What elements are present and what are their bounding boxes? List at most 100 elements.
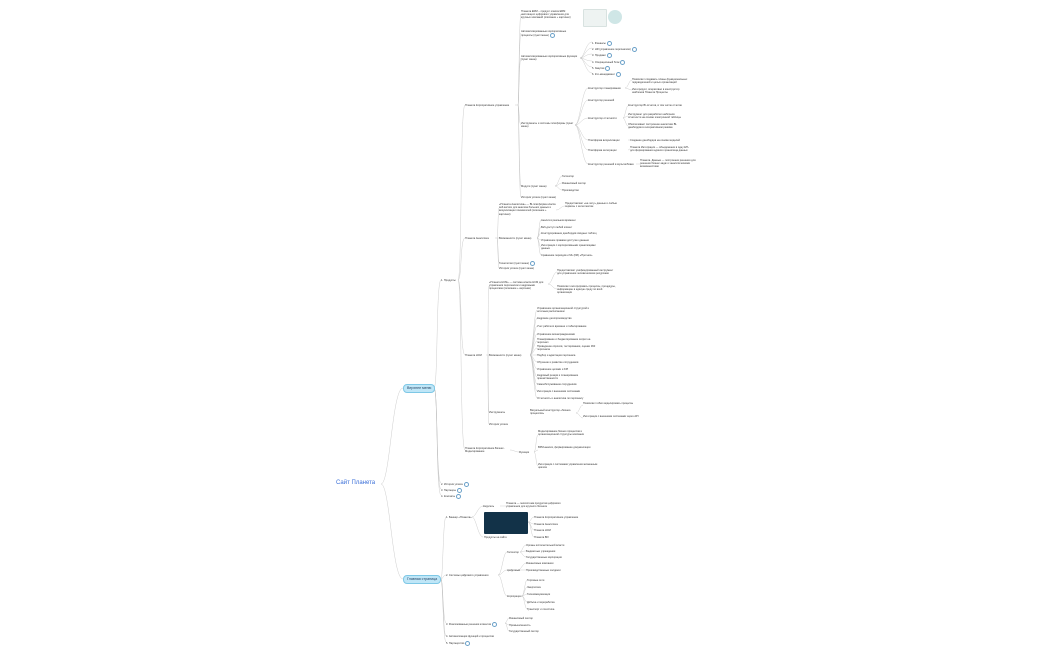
digital-item: Органы исполнительной власти	[526, 544, 565, 547]
analytics-feature: Анализ в реальном времени	[541, 219, 576, 222]
c-visual[interactable]: Платформа визуализации	[588, 139, 620, 142]
c-cloud[interactable]: Конструктор решений в мультиоблаке	[588, 163, 634, 166]
analytics-feature: Управление правами доступа к данным	[541, 239, 589, 242]
func-item[interactable]: 3. Продажи	[592, 53, 612, 58]
branch-main-page[interactable]: Главная страница	[403, 575, 442, 584]
product-link[interactable]: Планета ВИ	[534, 536, 549, 539]
main-partners[interactable]: 5. Партнерство	[446, 641, 471, 646]
note-icon	[606, 53, 612, 58]
digital-group[interactable]: Корпорации	[507, 595, 522, 598]
node-prod-ecm[interactable]: Планета Корпоративное Бизнес-Моделирован…	[465, 447, 505, 454]
c-integration[interactable]: Платформа интеграции	[588, 149, 617, 152]
analytics-feature: Веб-доступ любой клиент	[541, 226, 573, 229]
hcm-stories[interactable]: История успеха	[489, 423, 508, 426]
func-item[interactable]: 2. HR (управление персоналом)	[592, 47, 637, 52]
hcm-feature: Подбор и адаптация персонала	[537, 354, 576, 357]
main-clients[interactable]: 3. Реализованные решения клиентов	[446, 622, 498, 627]
note-icon	[456, 488, 462, 493]
hcm-feature: Управление вознаграждениями	[537, 333, 576, 336]
c-planning-item: Интегрирует, оперативно в конструктор ша…	[632, 88, 680, 95]
node-contacts[interactable]: 4. Контакты	[441, 494, 462, 499]
hcm-tools[interactable]: Инструменты	[489, 411, 506, 414]
module-item[interactable]: Госсектор	[562, 175, 574, 178]
analytics-features[interactable]: Возможности (пункт меню)	[499, 237, 532, 240]
note-icon	[620, 60, 626, 65]
product-link[interactable]: Планета HCM	[534, 529, 551, 532]
module-item[interactable]: Производство	[562, 189, 579, 192]
func-item[interactable]: 6. Кто-менеджмент	[592, 72, 621, 77]
c-reports-item: Конструктор BI-отчетов, в том числе отче…	[628, 104, 682, 107]
node-history[interactable]: 2. История успеха	[441, 482, 469, 487]
note-icon	[549, 33, 555, 39]
c-planning-item: Позволяет создавать планы функциональных…	[632, 78, 688, 85]
platform-desc[interactable]: Планета ERM – продукт класса ERM настоящ…	[521, 10, 571, 20]
c-reports[interactable]: Конструктор отчетности	[588, 117, 617, 120]
main-carousel[interactable]: Карусель	[483, 505, 495, 508]
hcm-feature: Управление целями и KPI	[537, 368, 569, 371]
func-item[interactable]: 1. Финансы	[592, 41, 612, 46]
platform-processes[interactable]: Автоматизированные корпоративные процесс…	[521, 30, 567, 39]
note-icon	[616, 72, 621, 77]
platform-constructors[interactable]: Инструменты и системы платформы (пункт м…	[521, 122, 574, 129]
node-prod-analytics[interactable]: Планета Аналитика	[465, 237, 489, 240]
hcm-desc[interactable]: «Планета HCM» — система класса HCM для у…	[489, 281, 544, 291]
analytics-desc-note: Предоставляет «на лету» данные и любые с…	[565, 202, 617, 209]
client-item: Финансовый сектор	[509, 617, 533, 620]
digital-item: Транспорт и логистика	[527, 608, 555, 611]
analytics-stories[interactable]: История успеха (пункт меню)	[499, 267, 535, 270]
analytics-tech[interactable]: Технологии (пункт меню)	[499, 261, 536, 266]
digital-item: Финансовые компании	[526, 562, 554, 565]
hcm-desc-note: Предоставляет унифицированный инструмент…	[557, 269, 614, 276]
main-banner[interactable]: 1. Баннер «Планета»	[446, 516, 472, 519]
func-item[interactable]: 5. Закупки	[592, 66, 611, 71]
note-icon	[465, 641, 471, 646]
func-item[interactable]: 4. Операционный блок	[592, 60, 626, 65]
ecm-function: Интеграция с системами управления жизнен…	[538, 463, 598, 470]
analytics-desc[interactable]: «Планета Аналитика» — BI-платформа класс…	[499, 203, 556, 216]
ecm-function: Моделирование бизнес-процессов и организ…	[538, 430, 585, 437]
hcm-feature: Проведение опросов, тестирования, оценки…	[537, 345, 596, 352]
digital-item: Добыча и переработка	[527, 601, 555, 604]
ecm-functions[interactable]: Функции	[519, 451, 530, 454]
product-link[interactable]: Планета Аналитика	[534, 523, 558, 526]
main-digital[interactable]: 2. Системы цифрового управления	[446, 574, 489, 577]
note-icon	[463, 482, 469, 487]
digital-group[interactable]: Цифровые	[507, 569, 521, 572]
branch-top-menu[interactable]: Верхнее меню	[403, 384, 436, 393]
c-decisions[interactable]: Конструктор решений	[588, 99, 615, 102]
platform-modules[interactable]: Модули (пункт меню)	[521, 185, 547, 188]
hcm-feature: Отчетность и аналитика по персоналу	[537, 397, 584, 400]
module-item[interactable]: Финансовый сектор	[562, 182, 586, 185]
hcm-feature: Кадровый резерв и планирование преемстве…	[537, 374, 579, 381]
main-automation[interactable]: 4. Автоматизация функций и процессов	[446, 635, 494, 638]
digital-group[interactable]: Госсектор	[507, 551, 519, 554]
node-prod-hcm[interactable]: Планета HCM	[465, 354, 482, 357]
platform-thumb-1	[583, 9, 607, 27]
node-prod-platform[interactable]: Планета Корпоративное управление	[465, 104, 510, 107]
mindmap-root[interactable]: Сайт Планета	[336, 480, 376, 486]
c-planning[interactable]: Конструктор планирования	[588, 87, 621, 90]
hcm-feature: Управление организационной структурой и …	[537, 307, 590, 314]
product-link[interactable]: Планета Корпоративное управление	[534, 516, 579, 519]
platform-stories[interactable]: История успеха (пункт меню)	[521, 196, 557, 199]
hcm-feature: Самообслуживание сотрудников	[537, 383, 577, 386]
node-products[interactable]: 1. Продукты	[441, 279, 456, 282]
hcm-tools-desc: Визуальный конструктор «бизнес-процессов…	[530, 409, 572, 416]
client-item: Промышленность	[509, 624, 531, 627]
node-partners[interactable]: 3. Партнеры	[441, 488, 462, 493]
analytics-feature: Конструирование дашбордов сводных таблиц	[541, 232, 597, 235]
platform-thumb-2	[608, 10, 622, 24]
note-icon	[606, 41, 612, 46]
digital-item: Торговые сети	[527, 579, 545, 582]
hcm-features[interactable]: Возможности (пункт меню)	[489, 354, 522, 357]
analytics-feature: Сравнение периодов и ML (ИИ) «Прогноз»	[541, 254, 593, 257]
platform-functions[interactable]: Автоматизированные корпоративные функции…	[521, 55, 578, 62]
note-icon	[456, 494, 462, 499]
products-caption: Продукты на сайте	[484, 536, 507, 539]
note-icon	[530, 261, 536, 266]
note-icon	[605, 66, 611, 71]
hcm-feature: Планирование и бюджетирование затрат на …	[537, 338, 591, 345]
hcm-desc-note: Позволяет интегрировать процессы, процед…	[557, 285, 616, 295]
